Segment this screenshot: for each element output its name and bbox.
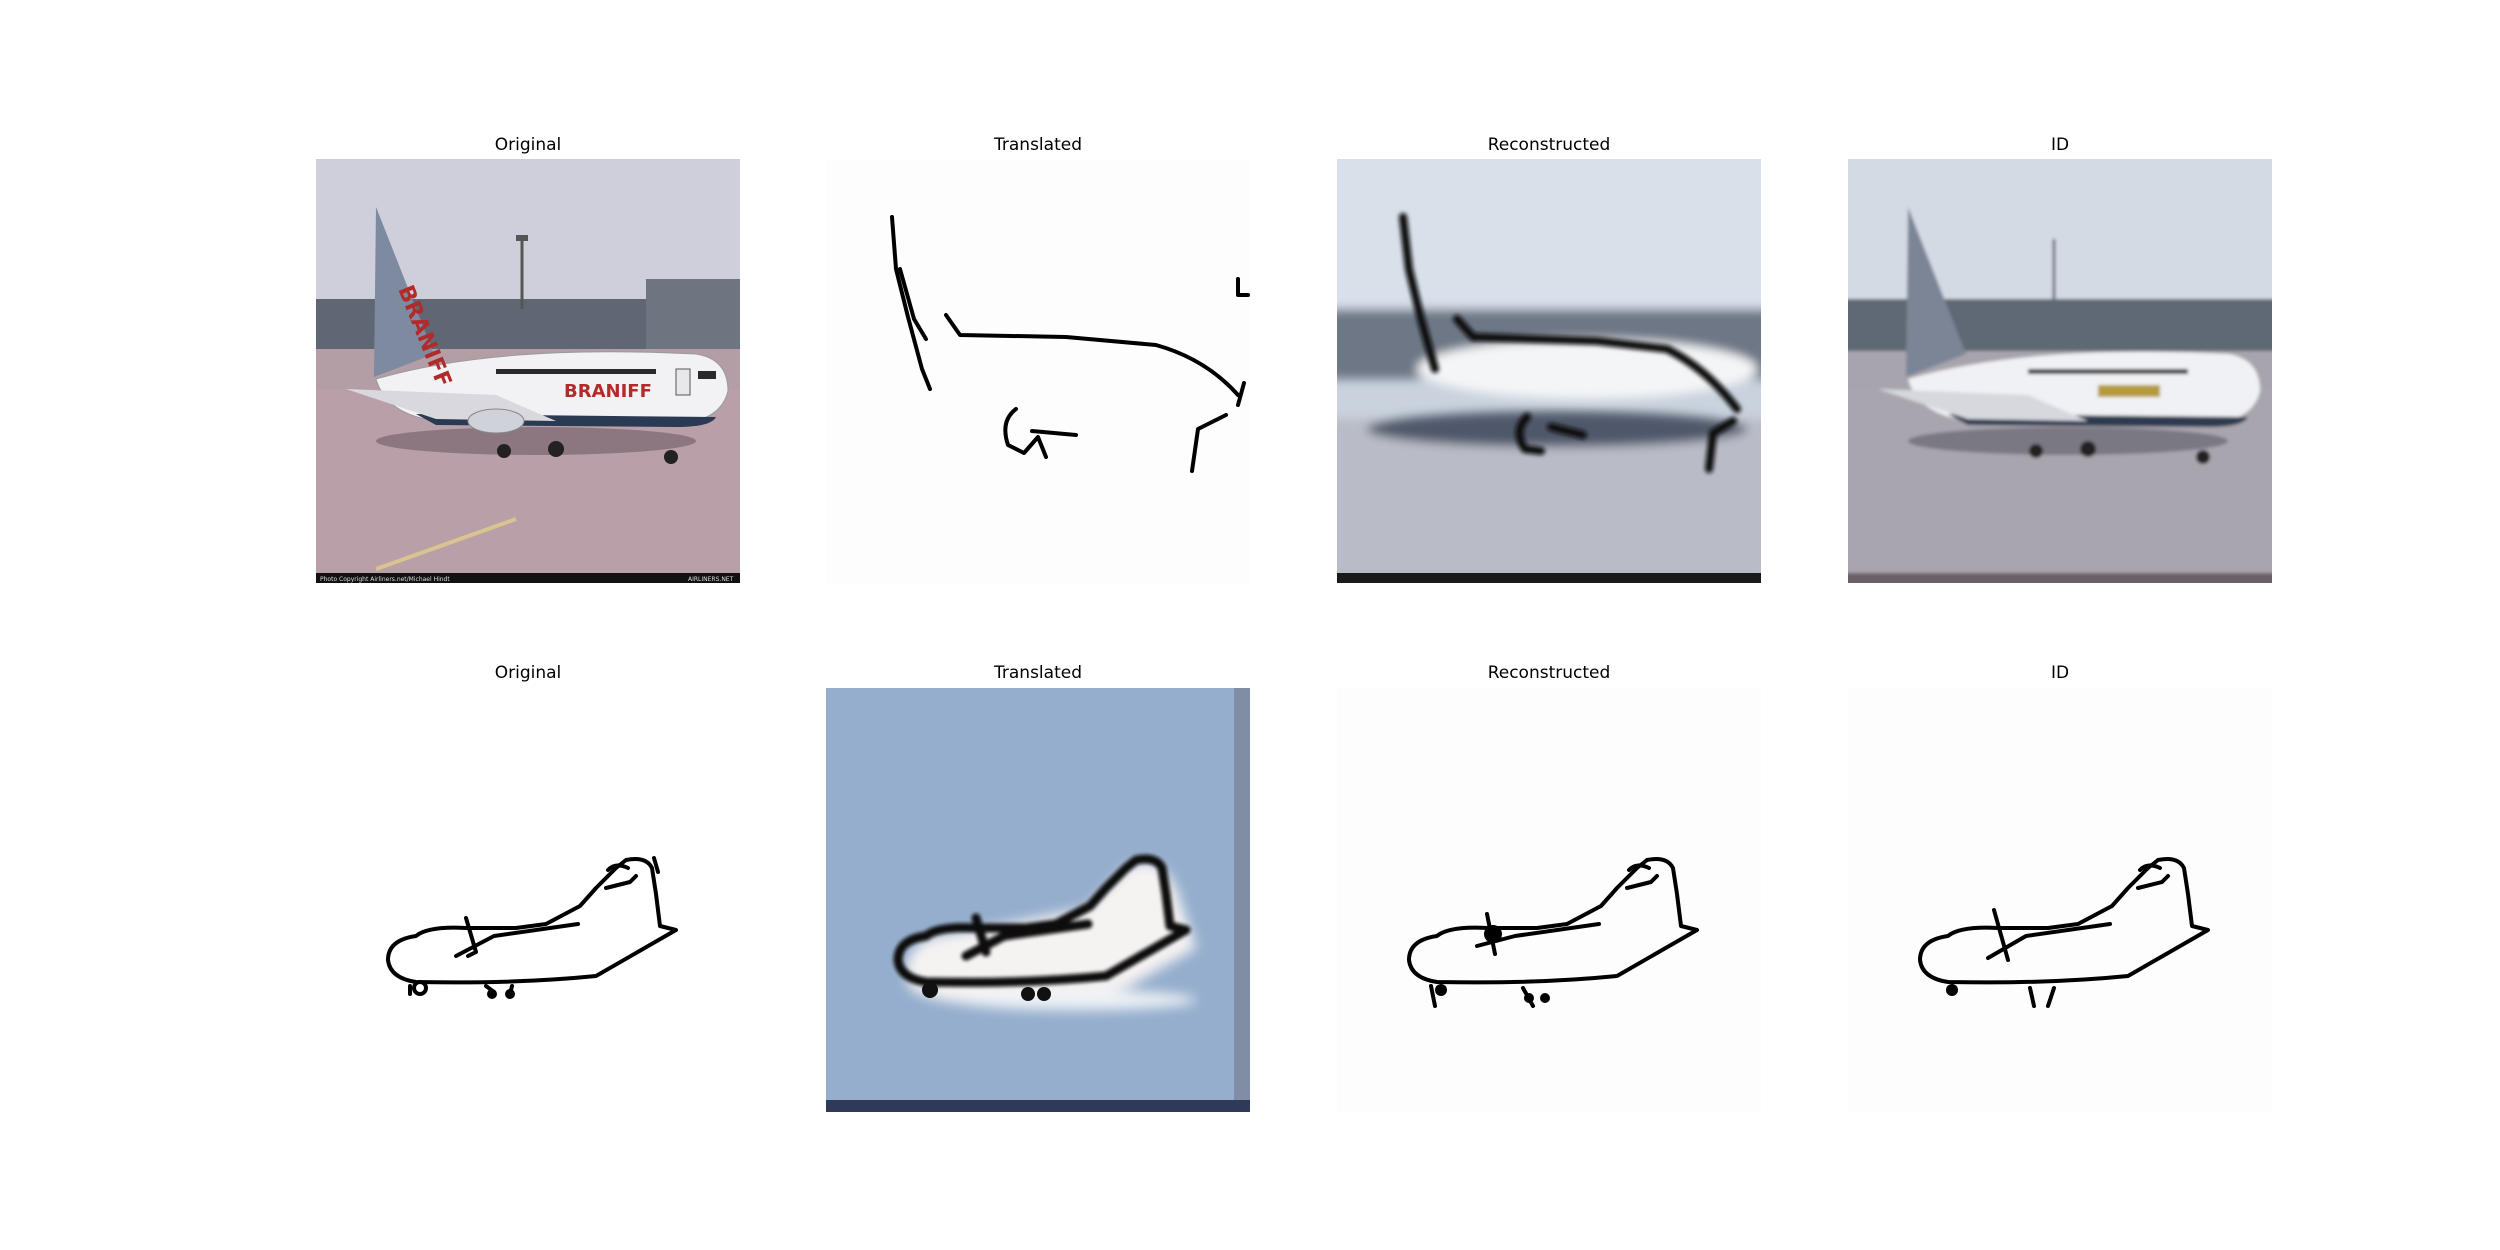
panel-title: Reconstructed <box>1487 135 1611 155</box>
panel-title: Translated <box>994 663 1082 683</box>
original-sketch-image <box>316 688 740 1112</box>
fuselage-livery-text: BRANIFF <box>564 381 652 402</box>
id-photo-image <box>1848 159 2272 583</box>
original-photo-image: BRANIFF BRANIFF Photo Copyright Airliner… <box>316 159 740 583</box>
panel-title: Reconstructed <box>1487 663 1611 683</box>
photo-caption-left: Photo Copyright Airliners.net/Michael Hi… <box>320 576 450 583</box>
airplane-sketch <box>1848 688 2272 1112</box>
blurred-airliner-photo <box>1337 159 1761 583</box>
translated-sketch-image <box>826 159 1250 583</box>
airliner-photo <box>1848 159 2272 583</box>
airplane-sketch <box>826 159 1250 583</box>
airplane-sketch <box>1337 688 1761 1112</box>
translated-photo-image <box>826 688 1250 1112</box>
panel-title: Translated <box>994 135 1082 155</box>
reconstructed-sketch-image <box>1337 688 1761 1112</box>
panel-title: ID <box>2050 663 2070 683</box>
airplane-sketch <box>316 688 740 1112</box>
photo-caption-right: AIRLINERS.NET <box>688 576 734 583</box>
reconstructed-photo-image <box>1337 159 1761 583</box>
id-sketch-image <box>1848 688 2272 1112</box>
panel-title: Original <box>494 135 562 155</box>
panel-title: ID <box>2050 135 2070 155</box>
blurred-airliner-photo <box>826 688 1250 1112</box>
panel-title: Original <box>494 663 562 683</box>
airliner-photo: BRANIFF BRANIFF Photo Copyright Airliner… <box>316 159 740 583</box>
